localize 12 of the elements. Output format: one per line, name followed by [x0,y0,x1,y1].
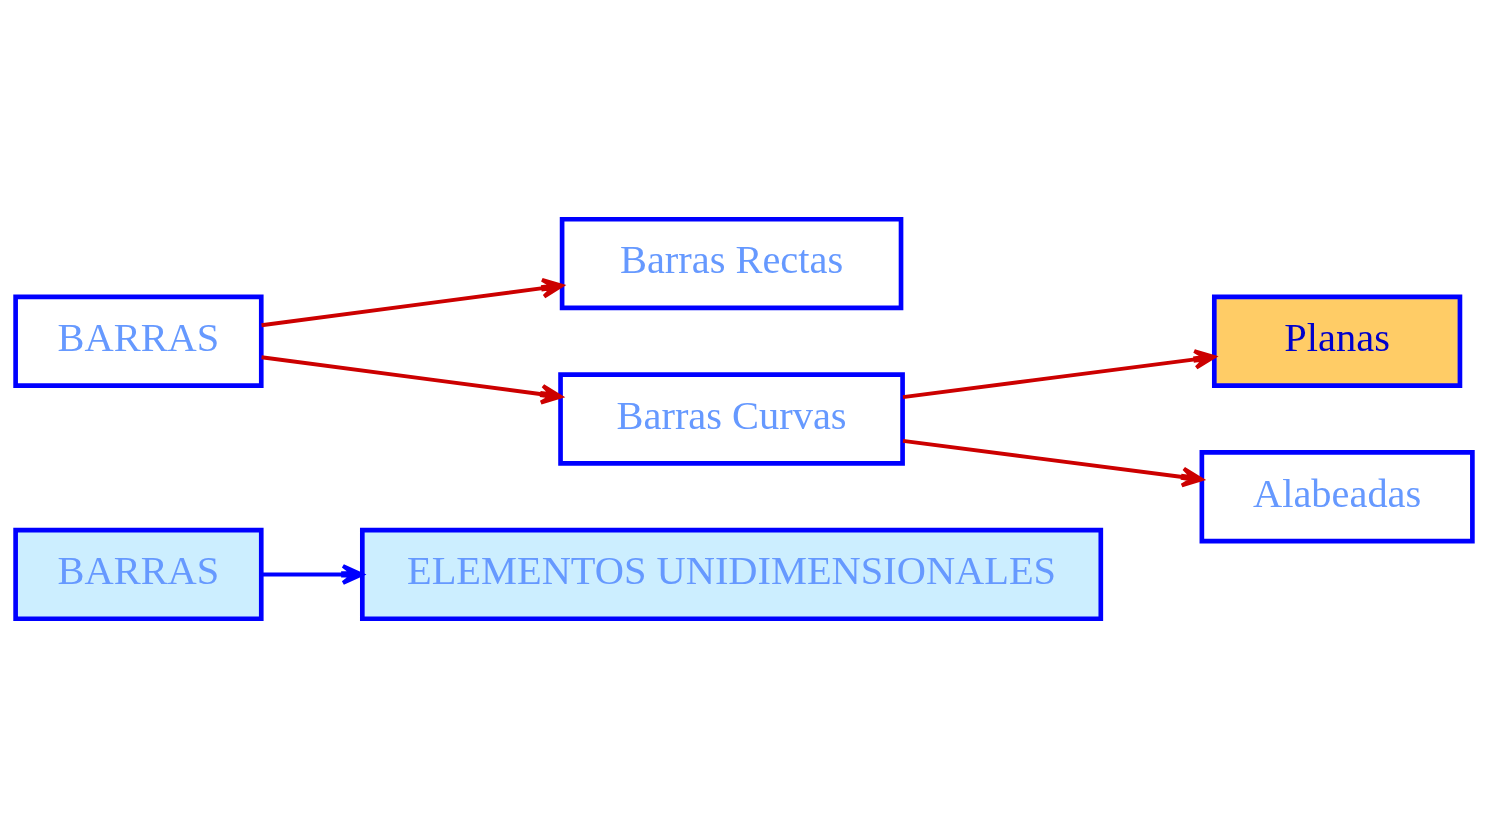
node-box: Barras Curvas [558,372,905,466]
node-box: BARRAS [13,294,264,388]
node-box: Planas [1211,294,1463,388]
arrow [261,277,564,328]
arrow [902,439,1204,488]
node-box: BARRAS [13,527,264,622]
arrow [261,355,563,405]
node-box: Alabeadas [1199,450,1475,544]
arrow [902,349,1216,399]
node-box: ELEMENTOS UNIDIMENSIONALES [360,527,1104,622]
arrow [261,564,364,585]
node-box: Barras Rectas [559,216,904,311]
